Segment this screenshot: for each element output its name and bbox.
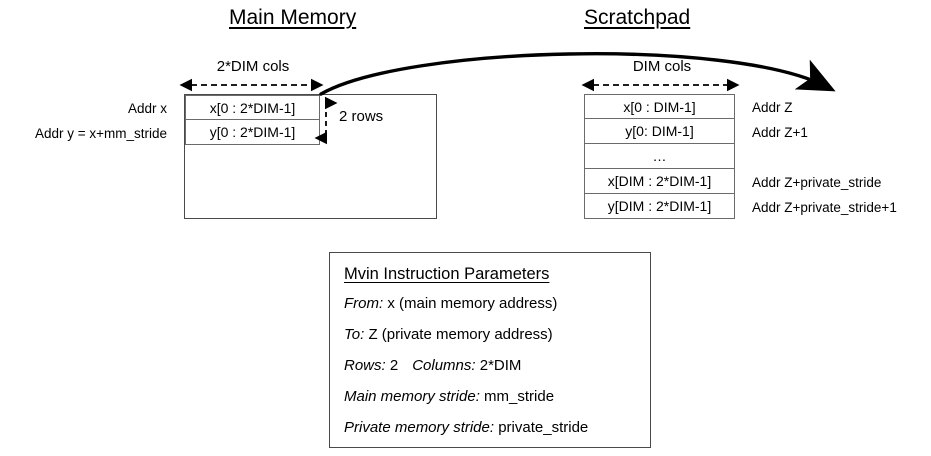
param-key-main-memory-stride: Main memory stride: — [344, 388, 480, 405]
scratchpad-title: Scratchpad — [584, 6, 691, 29]
scratchpad-cell-row4: y[DIM : 2*DIM-1] — [584, 194, 735, 219]
main-memory-addr-y-label: Addr y = x+mm_stride — [34, 126, 167, 141]
param-row-to: To: Z (private memory address) — [344, 325, 636, 344]
param-value-columns: 2*DIM — [475, 357, 522, 374]
scratchpad-addr-row4: Addr Z+private_stride+1 — [752, 200, 897, 215]
param-key-from: From: — [344, 295, 384, 312]
scratchpad-cols-dimension-arrow — [581, 78, 740, 92]
scratchpad-addr-row1: Addr Z+1 — [752, 125, 808, 140]
main-memory-rows-label: 2 rows — [339, 108, 384, 125]
main-memory-cols-label: 2*DIM cols — [216, 58, 290, 75]
main-memory-rows-dimension-arrow — [314, 96, 338, 145]
param-value-main-memory-stride: mm_stride — [479, 388, 555, 405]
main-memory-cell-row1: y[0 : 2*DIM-1] — [185, 120, 320, 145]
param-key-columns: Columns: — [412, 357, 476, 374]
param-value-private-memory-stride: private_stride — [494, 419, 589, 436]
scratchpad-addr-row0: Addr Z — [752, 100, 793, 115]
scratchpad-cell-row0: x[0 : DIM-1] — [584, 94, 735, 119]
main-memory-cell-row0: x[0 : 2*DIM-1] — [185, 95, 320, 120]
scratchpad-cell-row2: … — [584, 144, 735, 169]
param-row-rows-columns: Rows: 2 Columns: 2*DIM — [344, 356, 636, 375]
scratchpad-addr-row3: Addr Z+private_stride — [752, 175, 882, 190]
scratchpad-cell-row1: y[0: DIM-1] — [584, 119, 735, 144]
param-key-private-memory-stride: Private memory stride: — [344, 419, 495, 436]
scratchpad-cols-label: DIM cols — [632, 58, 692, 75]
main-memory-addr-x-label: Addr x — [127, 101, 167, 116]
mvin-parameters-title: Mvin Instruction Parameters — [344, 265, 550, 283]
param-value-from: x (main memory address) — [383, 295, 558, 312]
scratchpad-cell-row3: x[DIM : 2*DIM-1] — [584, 169, 735, 194]
mvin-transfer-arrow — [319, 52, 836, 96]
param-key-to: To: — [344, 326, 365, 343]
mvin-parameters-box: Mvin Instruction Parameters From: x (mai… — [329, 252, 651, 448]
main-memory-title: Main Memory — [229, 6, 357, 29]
param-value-rows: 2 — [385, 357, 399, 374]
param-row-private-memory-stride: Private memory stride: private_stride — [344, 418, 636, 437]
param-value-to: Z (private memory address) — [364, 326, 553, 343]
param-row-main-memory-stride: Main memory stride: mm_stride — [344, 387, 636, 406]
main-memory-cols-dimension-arrow — [179, 78, 324, 92]
param-key-rows: Rows: — [344, 357, 386, 374]
param-row-from: From: x (main memory address) — [344, 294, 636, 313]
